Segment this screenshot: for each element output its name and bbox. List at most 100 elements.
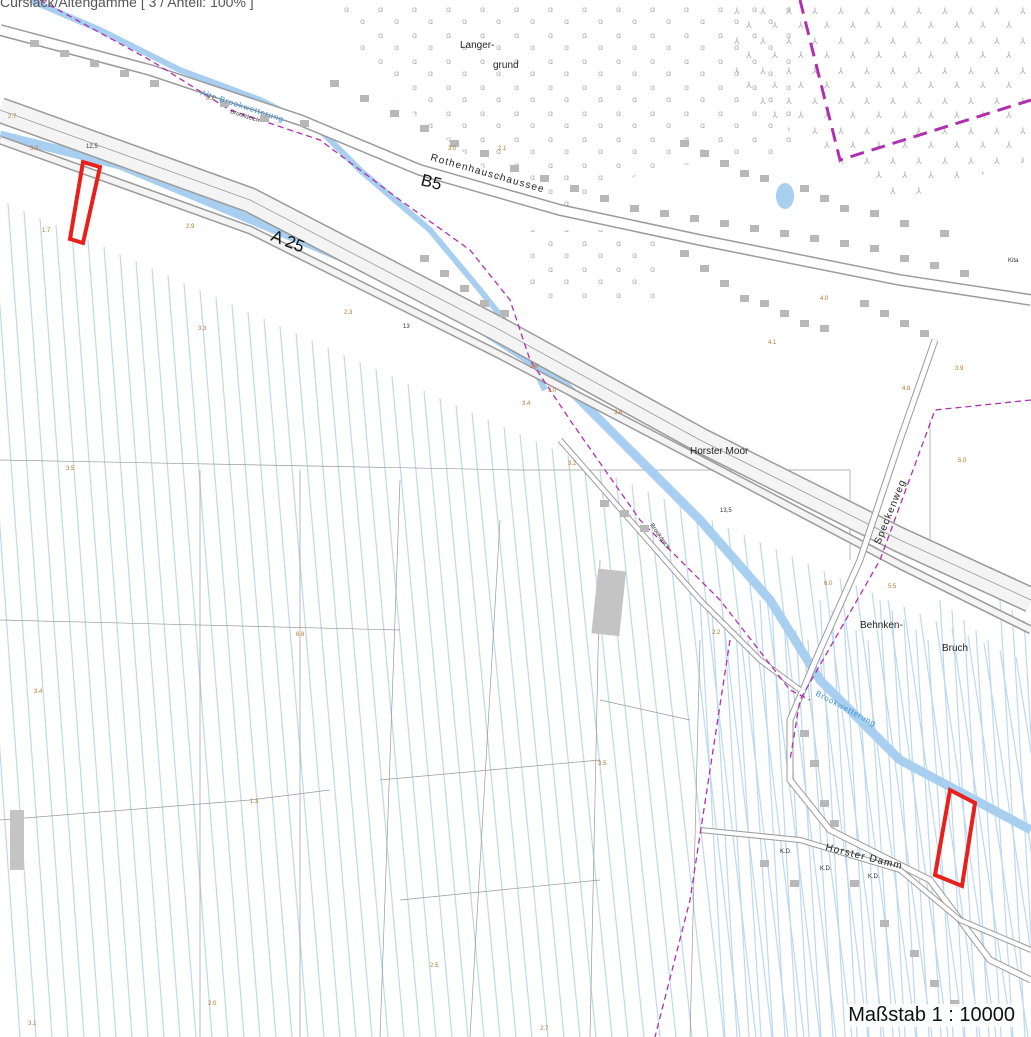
field-ditch [183, 282, 245, 1037]
building [940, 230, 949, 237]
parcel-boundary-right [789, 399, 1031, 761]
spot-height: 3.9 [955, 366, 964, 372]
field-ditch [903, 606, 965, 1037]
field-ditch [791, 556, 853, 1037]
label-langergrund-1: Langer- [460, 40, 494, 51]
highlight-parcel-east[interactable] [932, 786, 978, 889]
field-ditch [535, 441, 597, 1037]
building [800, 730, 809, 737]
building [480, 300, 489, 307]
field-ditch [819, 599, 846, 1037]
road-brookdeich-inner [558, 438, 802, 692]
label-behnken-1: Behnken- [860, 620, 903, 631]
field-ditch [7, 203, 69, 1037]
orchard-left [520, 230, 660, 300]
field-ditch [407, 383, 469, 1037]
field-ditch [939, 599, 966, 1037]
label-horster-moor: Horster Moor [690, 446, 749, 457]
field-ditch [199, 289, 261, 1037]
label-km-13-5: 13,5 [720, 508, 732, 514]
field-ditch [455, 405, 517, 1037]
field-ditch [823, 570, 885, 1037]
building [820, 800, 829, 807]
field-ditch [975, 629, 1002, 1037]
building [90, 60, 99, 67]
building [810, 235, 819, 242]
building [480, 150, 489, 157]
building [900, 220, 909, 227]
building [570, 185, 579, 192]
spot-height: 6.0 [824, 581, 833, 587]
spot-height: 1.3 [250, 799, 259, 805]
field-ditch [771, 609, 798, 1037]
spot-height: 3.4 [34, 689, 43, 695]
building [780, 230, 789, 237]
field-ditch [871, 592, 933, 1037]
spot-height: 2.8 [530, 364, 539, 370]
field-ditch [727, 527, 789, 1037]
field-ditch [231, 304, 293, 1037]
map-header-title: Curslack/Altengamme [ 3 / Anteil: 100% ] [0, 0, 254, 10]
field-ditch [487, 419, 549, 1037]
field-ditch [935, 621, 997, 1037]
spot-height: 2.7 [8, 114, 17, 120]
building [390, 110, 399, 117]
building [840, 205, 849, 212]
field-ditch [759, 599, 786, 1037]
building [900, 255, 909, 262]
label-kd-2: K.D. [820, 866, 832, 872]
building [870, 210, 879, 217]
field-ditch [375, 369, 437, 1037]
spot-height: 2.7 [540, 1026, 549, 1032]
field-ditch [599, 469, 661, 1037]
building [640, 525, 649, 532]
field-ditch [39, 217, 101, 1037]
buildings [30, 40, 969, 1007]
field-ditch [0, 519, 37, 1037]
field-ditch [987, 639, 1014, 1037]
label-brookwetterung: Brookwetterung [814, 689, 878, 729]
field-ditch [215, 297, 277, 1037]
spot-height: 3.5 [598, 761, 607, 767]
field-ditch [439, 397, 501, 1037]
building [760, 175, 769, 182]
field-ditch [55, 225, 117, 1037]
building [60, 50, 69, 57]
building [660, 210, 669, 217]
field-ditch [551, 448, 613, 1037]
road-horster-damm-inner [699, 828, 1031, 952]
building [220, 100, 229, 107]
building [420, 125, 429, 132]
building [720, 220, 729, 227]
building [720, 160, 729, 167]
label-b5: B5 [419, 170, 444, 193]
field-ditch [567, 455, 629, 1037]
building [930, 262, 939, 269]
label-kd-1: K.D. [780, 849, 792, 855]
field-ditch [843, 619, 870, 1037]
building [630, 205, 639, 212]
spot-height: 2.5 [430, 963, 439, 969]
label-km-13: 13 [403, 324, 410, 330]
building [440, 270, 449, 277]
building [820, 195, 829, 202]
building-left-edge [10, 810, 24, 870]
spot-height: 2.2 [712, 630, 721, 636]
field-ditch [471, 412, 533, 1037]
building [930, 980, 939, 987]
field-ditch [723, 619, 750, 1037]
highlight-parcel-west[interactable] [67, 159, 103, 246]
building [910, 950, 919, 957]
building [30, 40, 39, 47]
spot-height: 4.8 [902, 386, 911, 392]
building [780, 310, 789, 317]
field-ditch [631, 484, 693, 1037]
field-ditch [327, 347, 389, 1037]
field-ditch [891, 609, 918, 1037]
building [420, 255, 429, 262]
spot-height: 4.0 [820, 296, 829, 302]
building [330, 80, 339, 87]
road-a25-centre [0, 109, 1031, 601]
